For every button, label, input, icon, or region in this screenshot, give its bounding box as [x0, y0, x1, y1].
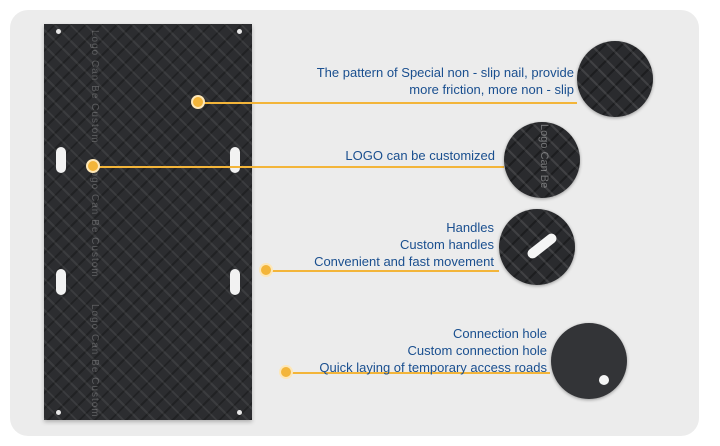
callout-dot-handles	[259, 263, 273, 277]
callout-line-logo	[94, 166, 504, 168]
handle-icon	[499, 209, 575, 285]
callout-dot-pattern	[191, 95, 205, 109]
callout-handles-line-1: Handles	[446, 220, 494, 235]
callout-dot-connection	[279, 365, 293, 379]
callout-connection-line-3: Quick laying of temporary access roads	[319, 360, 547, 375]
callout-handles-line-3: Convenient and fast movement	[314, 254, 494, 269]
callout-dot-logo	[86, 159, 100, 173]
mat-handle-bottom-right	[230, 269, 240, 295]
callout-logo-line-1: LOGO can be customized	[345, 148, 495, 163]
logo-emboss-icon: Logo Can Be	[504, 122, 580, 198]
mat-logo-embossed: Logo Can Be Custom	[89, 164, 100, 278]
callout-pattern-line-2: more friction, more non - slip	[409, 82, 574, 97]
non-slip-pattern-icon	[577, 41, 653, 117]
ground-mat-image: Logo Can Be Custom Logo Can Be Custom Lo…	[44, 24, 252, 420]
callout-handles: Handles Custom handles Convenient and fa…	[314, 219, 494, 270]
corner-hole-bottom-right	[237, 410, 242, 415]
connection-hole-icon	[551, 323, 627, 399]
connection-hole	[599, 375, 609, 385]
callout-pattern-line-1: The pattern of Special non - slip nail, …	[316, 65, 574, 80]
corner-hole-top-right	[237, 29, 242, 34]
mat-logo-embossed: Logo Can Be Custom	[89, 30, 100, 144]
thumb-logo-text: Logo Can Be	[538, 124, 550, 189]
callout-connection: Connection hole Custom connection hole Q…	[319, 325, 547, 376]
mat-handle-top-left	[56, 147, 66, 173]
callout-connection-line-2: Custom connection hole	[407, 343, 547, 358]
callout-handles-line-2: Custom handles	[400, 237, 494, 252]
mat-handle-top-right	[230, 147, 240, 173]
callout-connection-line-1: Connection hole	[453, 326, 547, 341]
callout-line-handles	[266, 270, 499, 272]
callout-line-pattern	[199, 102, 577, 104]
callout-line-connection	[286, 372, 550, 374]
callout-pattern: The pattern of Special non - slip nail, …	[317, 64, 574, 98]
mat-handle-bottom-left	[56, 269, 66, 295]
mat-logo-embossed: Logo Can Be Custom	[89, 304, 100, 418]
handle-slot	[525, 231, 559, 261]
corner-hole-bottom-left	[56, 410, 61, 415]
corner-hole-top-left	[56, 29, 61, 34]
callout-logo: LOGO can be customized	[345, 147, 495, 164]
